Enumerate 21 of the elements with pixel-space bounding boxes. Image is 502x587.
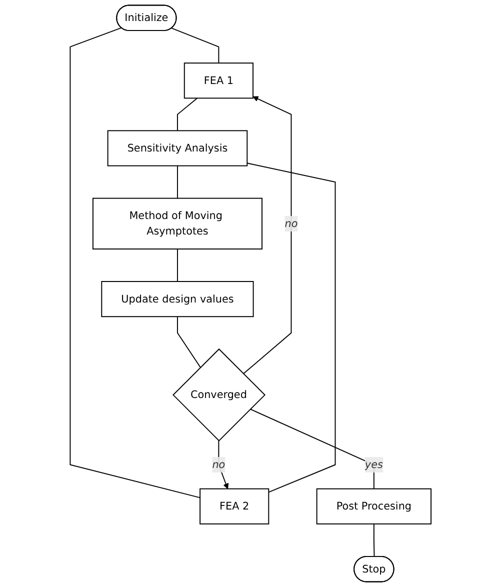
connector bbox=[247, 162, 336, 493]
connector bbox=[70, 27, 201, 498]
node-box: Sensitivity Analysis bbox=[108, 130, 248, 166]
connector bbox=[177, 316, 202, 368]
node-box: FEA 2 bbox=[200, 488, 270, 524]
edge-label: yes bbox=[365, 458, 384, 471]
connector bbox=[177, 165, 178, 199]
connector bbox=[177, 98, 198, 132]
connector bbox=[374, 523, 376, 558]
node-box: Update design values bbox=[102, 281, 254, 318]
edge-label: no bbox=[212, 458, 226, 471]
node-box: FEA 1 bbox=[184, 62, 254, 99]
node-box: Method of Moving Asymptotes bbox=[92, 198, 263, 250]
arrow bbox=[218, 440, 229, 490]
edge-label: no bbox=[285, 217, 298, 230]
node-diamond: Converged bbox=[172, 348, 266, 442]
arrow bbox=[243, 96, 292, 374]
connector bbox=[177, 248, 178, 282]
node-box: Post Procesing bbox=[316, 488, 432, 524]
connector bbox=[250, 408, 375, 490]
connector bbox=[172, 28, 220, 64]
